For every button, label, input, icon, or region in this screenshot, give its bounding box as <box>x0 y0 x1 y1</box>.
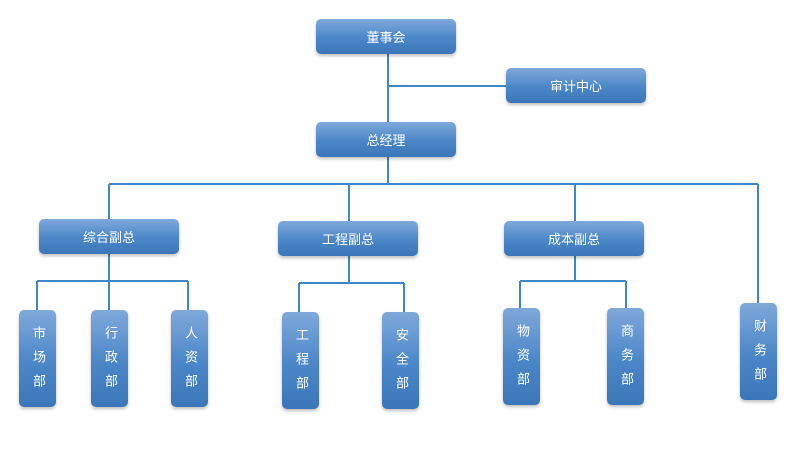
dept-market-node: 市场部 <box>19 310 56 407</box>
dept-finance-node: 财务部 <box>740 303 777 400</box>
vp-general-node: 综合副总 <box>39 219 179 254</box>
dept-admin-node: 行政部 <box>91 310 128 407</box>
board-node: 董事会 <box>316 19 456 54</box>
dept-materials-node: 物资部 <box>503 308 540 405</box>
dept-business-node: 商务部 <box>607 308 644 405</box>
vp-engineering-node: 工程副总 <box>278 221 418 256</box>
general-manager-node: 总经理 <box>316 122 456 157</box>
audit-center-node: 审计中心 <box>506 68 646 103</box>
dept-safety-node: 安全部 <box>382 312 419 409</box>
dept-hr-node: 人资部 <box>171 310 208 407</box>
vp-cost-node: 成本副总 <box>504 221 644 256</box>
dept-engineering-node: 工程部 <box>282 312 319 409</box>
